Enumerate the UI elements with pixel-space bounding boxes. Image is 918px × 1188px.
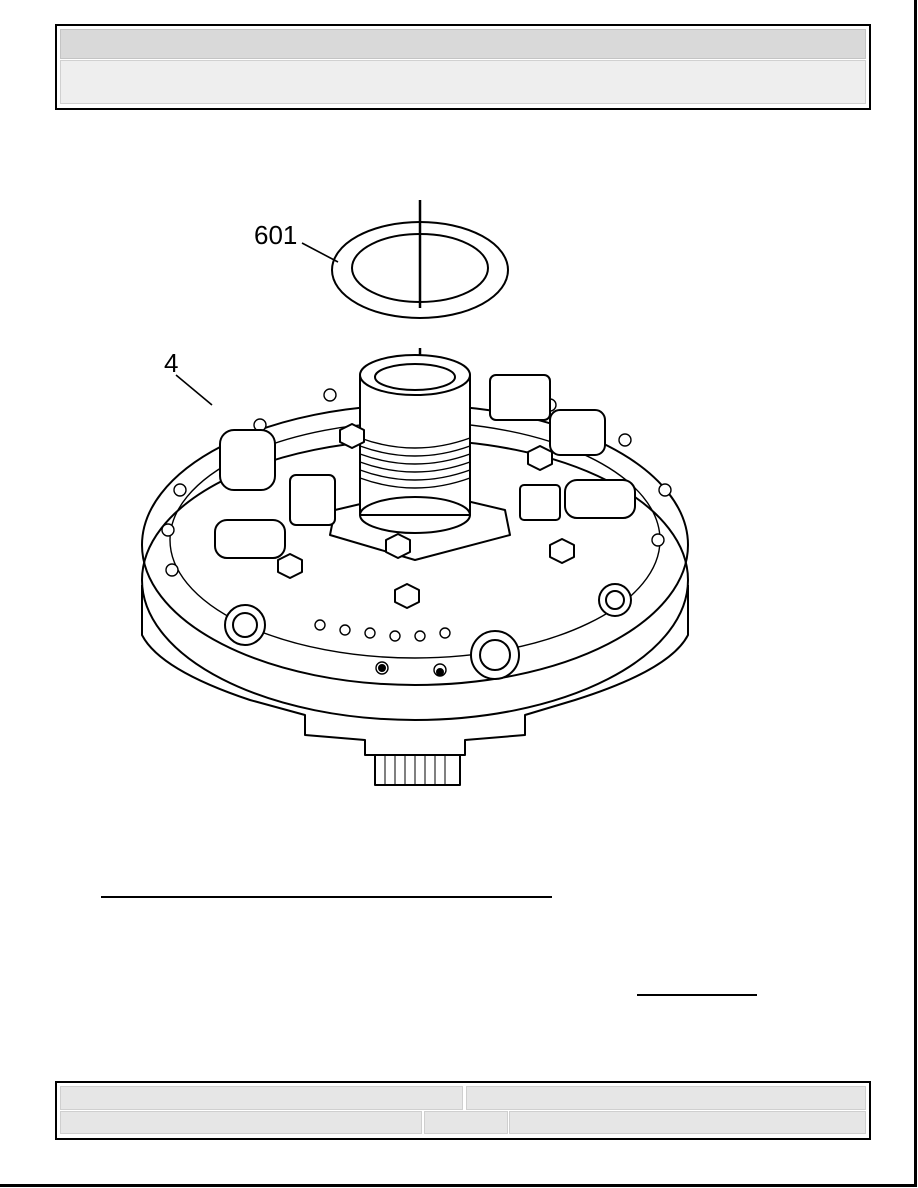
footer-cell-3 [60, 1111, 422, 1134]
footer-cell-4 [424, 1111, 508, 1134]
block-right [519, 484, 561, 521]
callout-4-leader [175, 374, 213, 406]
footer-cell-5 [509, 1111, 866, 1134]
pump-drawing [141, 200, 689, 786]
output-shaft [374, 754, 461, 786]
block-left [289, 474, 336, 526]
callout-4: 4 [164, 348, 179, 378]
seal-rings [359, 437, 471, 489]
pump-assembly-illustration: 601 4 [120, 190, 720, 790]
boss-left [224, 604, 266, 646]
hex-bolts [277, 423, 575, 609]
footer-box [55, 1081, 871, 1140]
callout-601-leader [301, 242, 339, 263]
valve-right-1 [564, 479, 636, 519]
boss-front [470, 630, 520, 680]
valve-left-2 [214, 519, 286, 559]
section-rule [101, 896, 552, 898]
callout-601: 601 [254, 220, 298, 250]
header-box [55, 24, 871, 110]
valve-right-2 [549, 409, 606, 456]
valve-top-right [489, 374, 551, 421]
header-title-bar [60, 29, 866, 59]
header-subtitle-bar [60, 60, 866, 104]
stator-shaft [359, 374, 471, 516]
footer-cell-2 [466, 1086, 866, 1110]
link-underline[interactable] [637, 994, 757, 996]
footer-cell-1 [60, 1086, 463, 1110]
valve-left-1 [219, 429, 276, 491]
boss-right [598, 583, 632, 617]
